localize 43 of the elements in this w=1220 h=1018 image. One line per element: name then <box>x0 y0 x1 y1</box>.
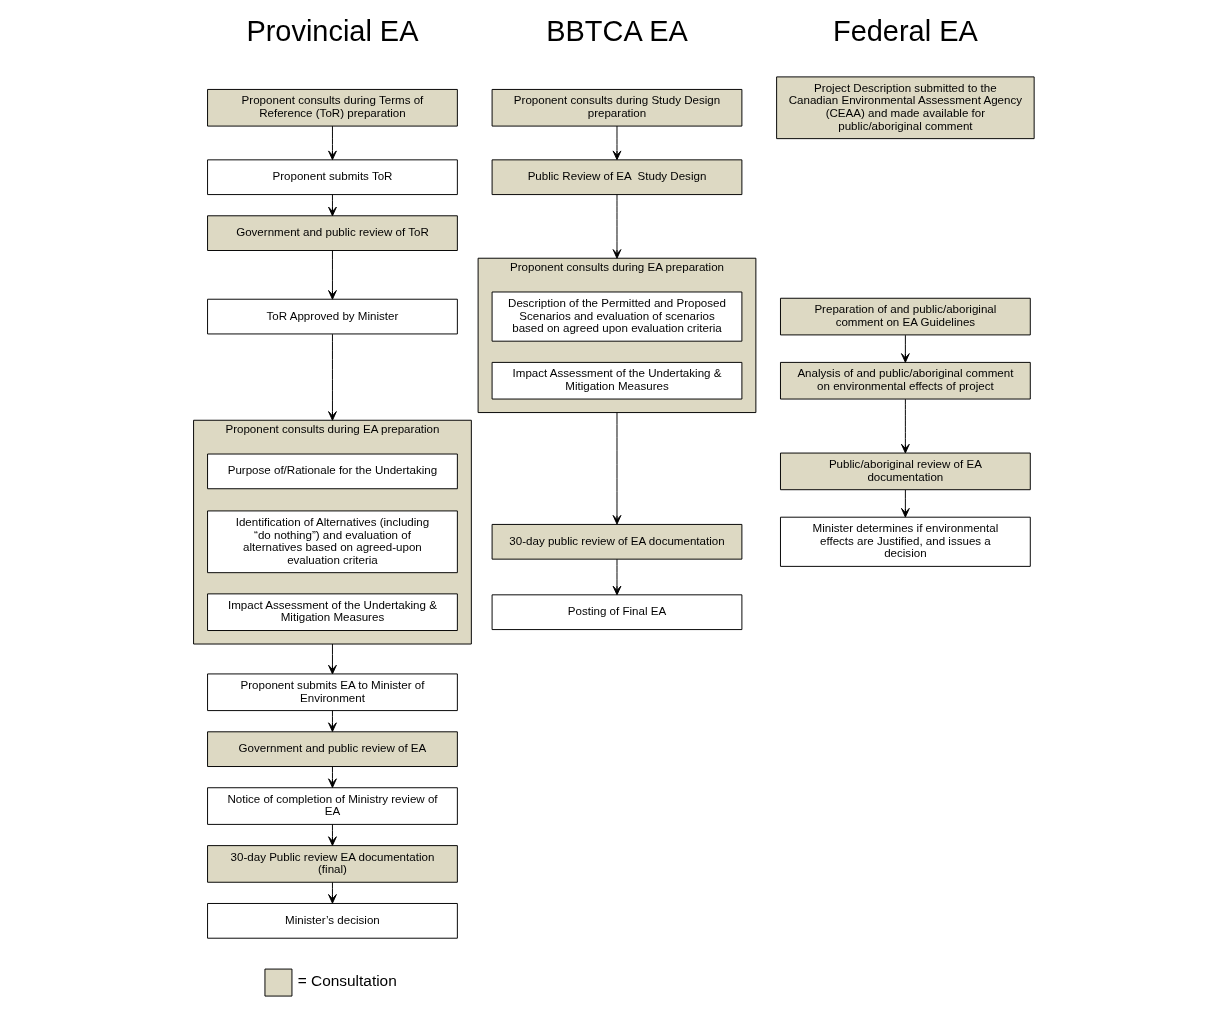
node-box: Government and public review of EA <box>207 731 458 767</box>
arrow <box>328 766 337 788</box>
node-box: Posting of Final EA <box>491 594 743 631</box>
label: Federal EA <box>833 15 978 48</box>
node-box: Minister’s decision <box>207 903 458 939</box>
node-box: Proponent consults during Study Design preparation <box>491 88 743 127</box>
arrow <box>328 823 337 846</box>
node-box: Public/aboriginal review of EA documentation <box>780 452 1031 491</box>
node-box: Analysis of and public/aboriginal comment on environmental effects of project <box>780 361 1031 400</box>
arrow <box>612 194 622 259</box>
arrow <box>328 643 337 675</box>
node-box: Project Description submitted to the Canadian Environmental Assessment Agency (CEAA) and made available for public/aboriginal comment <box>776 76 1035 140</box>
node-box: 30-day public review of EA documentation <box>491 523 743 560</box>
arrow <box>612 412 622 525</box>
arrow <box>328 194 337 217</box>
arrow <box>901 398 910 454</box>
arrow <box>612 558 622 596</box>
arrow <box>328 125 337 161</box>
node-box: Minister determines if environmental effects are Justified, and issues a decision <box>780 516 1031 567</box>
node-box: Proponent submits EA to Minister of Environment <box>207 673 458 712</box>
node-box: Impact Assessment of the Undertaking & Mitigation Measures <box>207 593 458 631</box>
arrow <box>328 710 337 732</box>
arrow <box>328 250 337 300</box>
node-box: Proponent submits ToR <box>207 159 458 196</box>
legend-label: = Consultation <box>297 972 397 990</box>
node-box: Notice of completion of Ministry review of EA <box>207 787 458 825</box>
node-box: Identification of Alternatives (including “do nothing”) and evaluation of alternatives based on agreed-upon evaluation criteria <box>207 510 458 574</box>
node-box: 30-day Public review EA documentation (final) <box>207 845 458 883</box>
arrow <box>612 125 622 161</box>
node-box: ToR Approved by Minister <box>207 298 458 335</box>
label: Provincial EA <box>246 15 419 48</box>
node-box: Proponent consults during Terms of Reference (ToR) preparation <box>207 88 458 127</box>
label: BBTCA EA <box>546 15 688 48</box>
node-box: Preparation of and public/aboriginal comment on EA Guidelines <box>780 297 1031 336</box>
node-box: Government and public review of ToR <box>207 215 458 251</box>
node-box: Description of the Permitted and Proposed Scenarios and evaluation of scenarios based on agreed upon evaluation criteria <box>491 291 743 342</box>
arrow <box>901 489 910 518</box>
arrow <box>328 881 337 904</box>
node-box: Public Review of EA Study Design <box>491 159 743 196</box>
arrow <box>328 333 337 421</box>
arrow <box>901 334 910 363</box>
node-box: Impact Assessment of the Undertaking & Mitigation Measures <box>491 361 743 400</box>
node-box: Purpose of/Rationale for the Undertaking <box>207 453 458 490</box>
